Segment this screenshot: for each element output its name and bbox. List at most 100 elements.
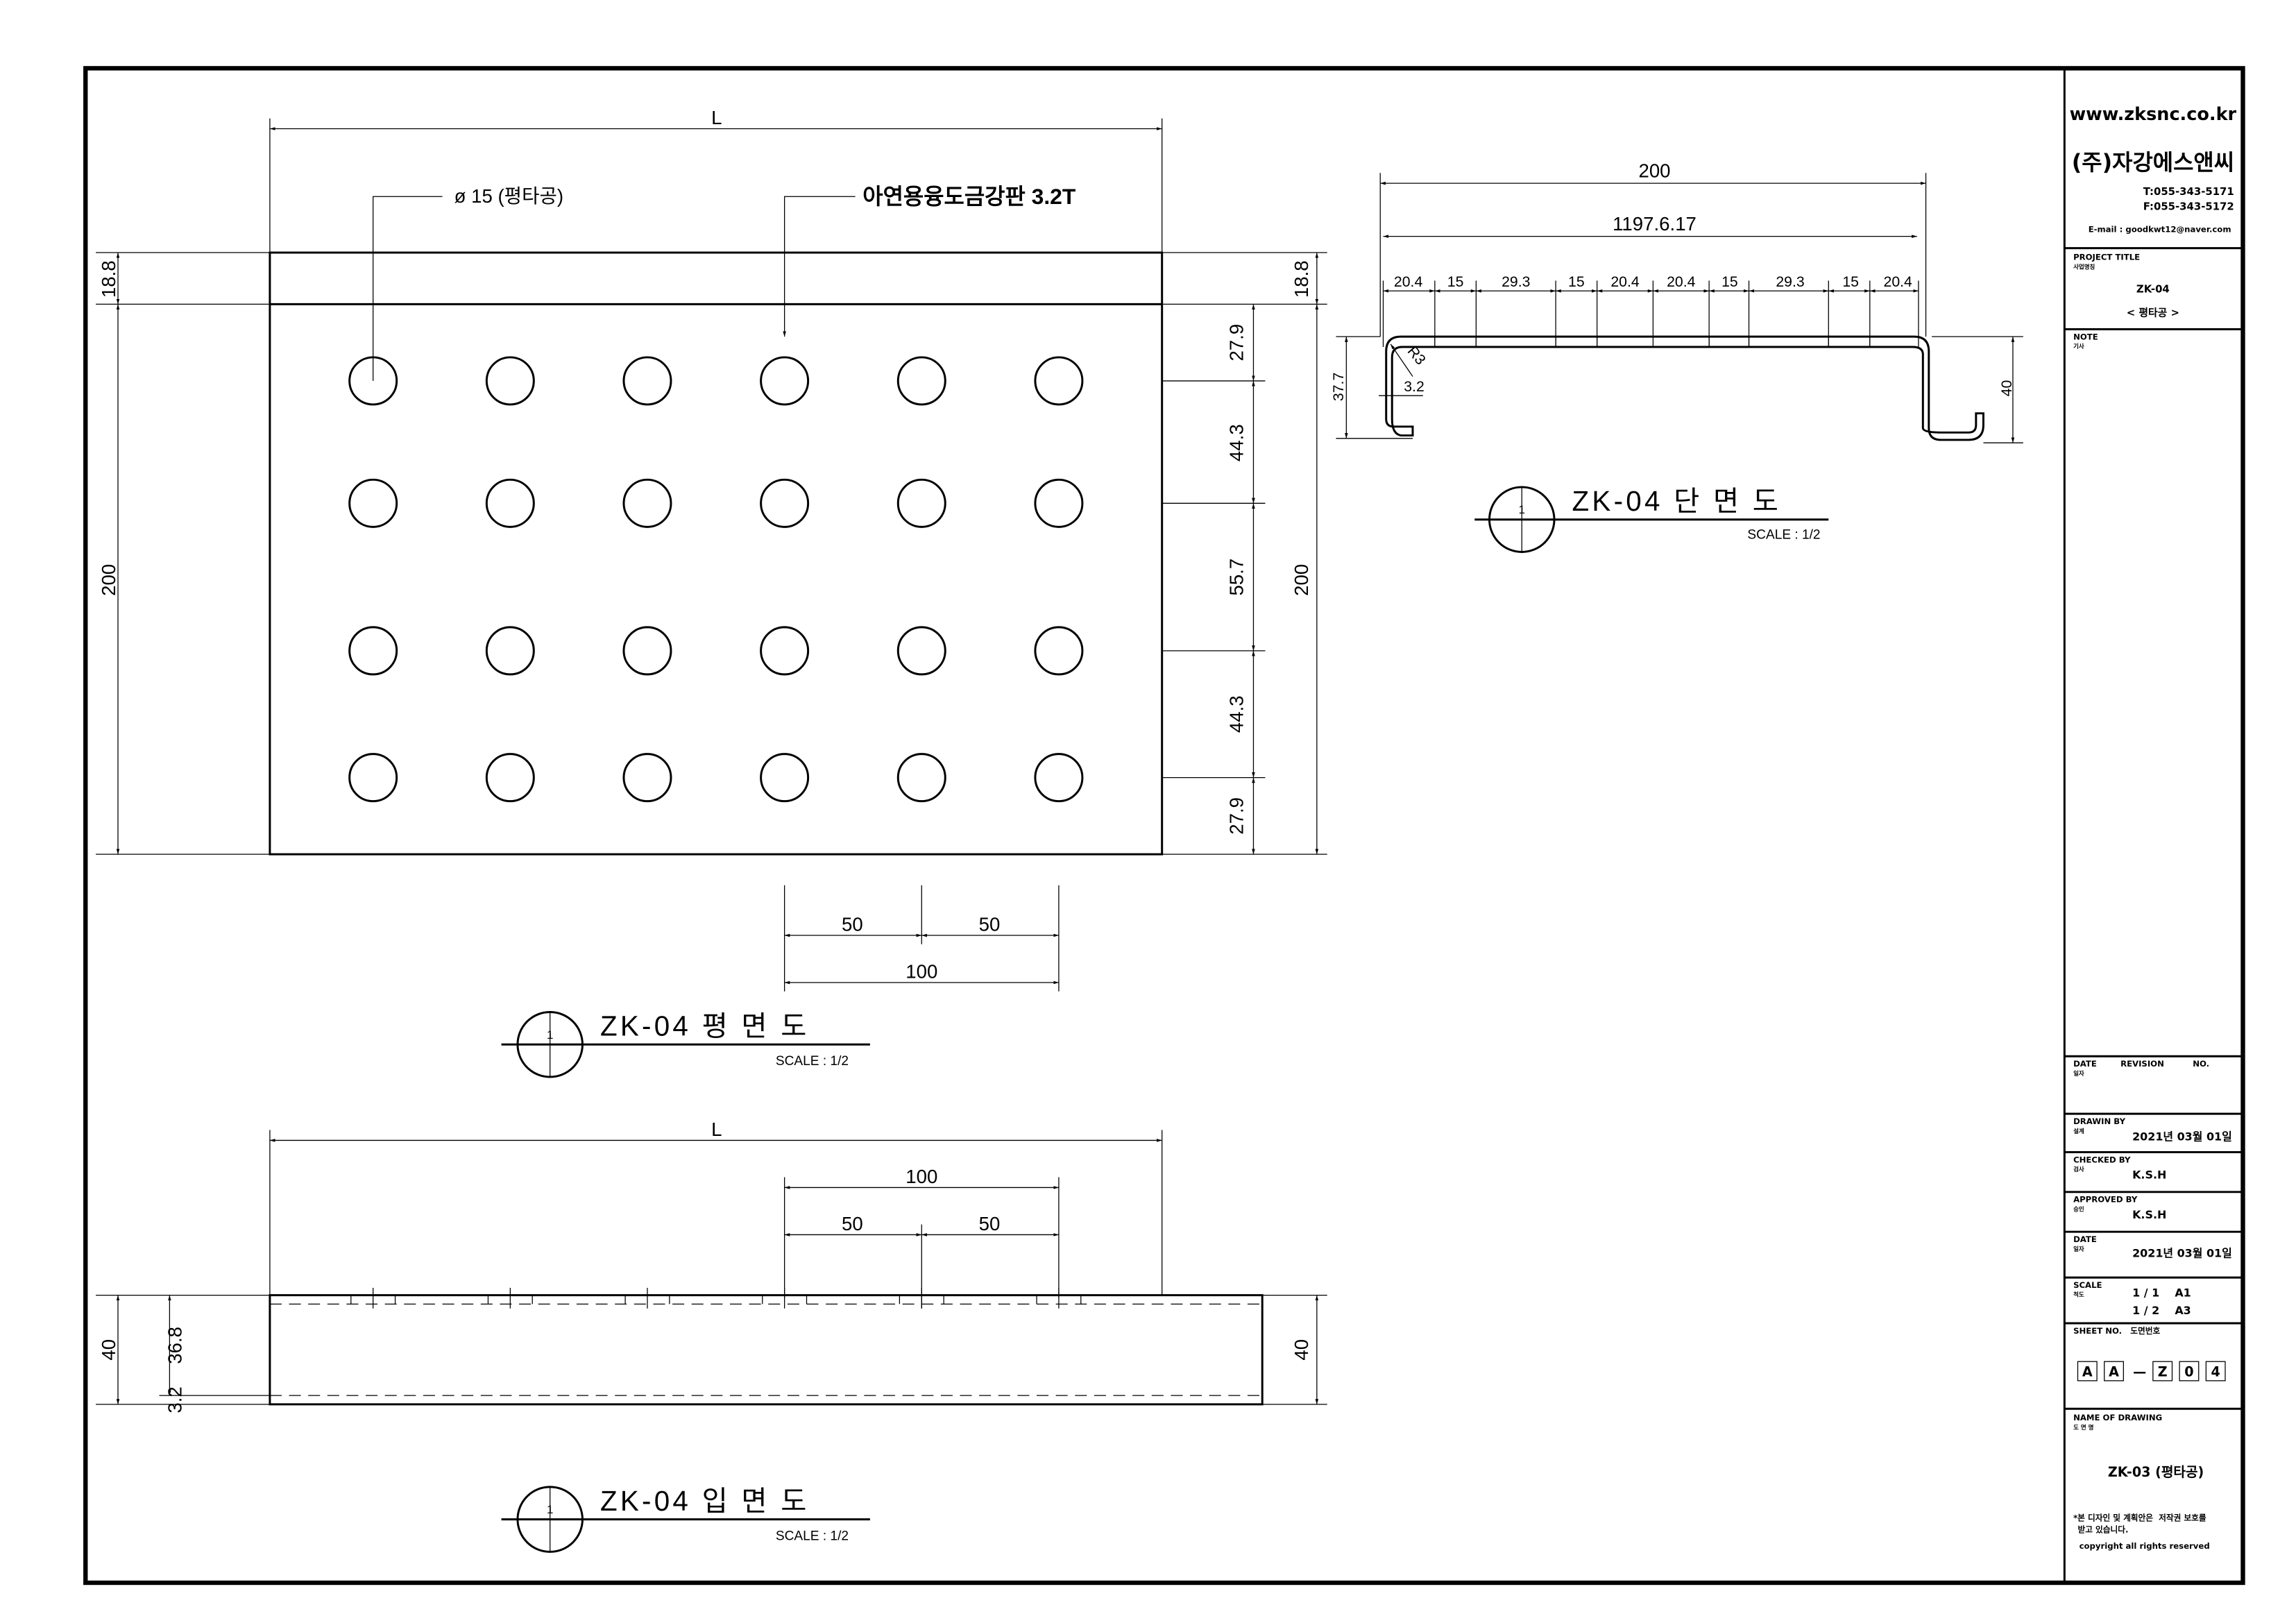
hole xyxy=(348,626,398,676)
checked-by-value: K.S.H xyxy=(2132,1169,2166,1182)
email: E-mail : goodkwt12@naver.com xyxy=(2089,224,2231,234)
drawing-name-label: NAME OF DRAWING xyxy=(2073,1413,2162,1422)
elev-dim-pitch-1: 50 xyxy=(842,1213,863,1234)
section-chain-4: 15 xyxy=(1568,273,1585,290)
material-leader xyxy=(783,196,856,337)
hole xyxy=(896,753,946,803)
date2-value: 2021년 03월 01일 xyxy=(2132,1246,2232,1259)
view-number: 1 xyxy=(1519,503,1525,516)
hole xyxy=(485,753,535,803)
fax: F:055-343-5172 xyxy=(2143,200,2234,212)
sheet-char-5: 4 xyxy=(2211,1363,2220,1379)
section-chain-3: 29.3 xyxy=(1502,273,1530,290)
hole-pattern xyxy=(348,356,1084,803)
elev-dim-length: L xyxy=(711,1119,722,1140)
plate-outline xyxy=(269,251,1164,856)
dim-pitch-total: 100 xyxy=(905,961,937,983)
hole xyxy=(760,478,810,528)
section-dim-chain: 20.4 15 29.3 15 20.4 20.4 15 29.3 15 20.… xyxy=(1394,273,1912,290)
elevation-view: L 100 50 50 40 36.8 3.2 40 1 ZK-04 입 면 도… xyxy=(98,1119,1312,1553)
dim-chain-4: 44.3 xyxy=(1226,695,1248,733)
dim-length: L xyxy=(711,107,722,128)
hole xyxy=(1034,478,1084,528)
hole xyxy=(760,753,810,803)
elevation-view-title: ZK-04 입 면 도 xyxy=(600,1485,810,1517)
elevation-outline xyxy=(269,1294,1264,1406)
scale-label: SCALE xyxy=(2073,1280,2102,1290)
sheet-no-label: SHEET NO. 도면번호 xyxy=(2073,1326,2160,1336)
drawing-geometry xyxy=(96,118,2023,1405)
dim-width-left: 200 xyxy=(98,564,119,596)
elev-dim-height-right: 40 xyxy=(1291,1339,1312,1361)
plan-view: L ø 15 (평타공) 아연용융도금강판 3.2T 18.8 200 18.8… xyxy=(98,107,1312,1078)
project-code: ZK-04 xyxy=(2136,282,2170,295)
section-view-title: ZK-04 단 면 도 xyxy=(1572,485,1782,517)
dim-top-strip-left: 18.8 xyxy=(98,260,119,298)
elev-dim-height-left: 40 xyxy=(98,1339,119,1361)
date-sub: 일자 xyxy=(2073,1070,2084,1078)
elev-dim-thickness: 3.2 xyxy=(164,1386,185,1413)
section-chain-2: 15 xyxy=(1447,273,1464,290)
approved-by-sub: 승인 xyxy=(2073,1205,2084,1213)
revision-label: REVISION xyxy=(2120,1059,2164,1069)
hole xyxy=(348,753,398,803)
copyright-kr-1: *본 디자인 및 계획안은 저작권 보호를 xyxy=(2073,1513,2206,1523)
elev-dim-pitch-total: 100 xyxy=(905,1166,937,1187)
company-name: (주)자강에스앤씨 xyxy=(2072,149,2234,176)
dim-chain-2: 44.3 xyxy=(1226,424,1248,461)
hole xyxy=(896,478,946,528)
sheet-number: A A — Z 0 4 xyxy=(2077,1361,2226,1382)
copyright-kr-2: 받고 있습니다. xyxy=(2077,1525,2128,1535)
dim-pitch-1: 50 xyxy=(842,914,863,935)
date2-sub: 일자 xyxy=(2073,1246,2084,1253)
hole-leader xyxy=(373,196,443,381)
checked-by-sub: 검사 xyxy=(2073,1166,2084,1173)
sheet-dash: — xyxy=(2133,1363,2146,1379)
hole xyxy=(348,478,398,528)
no-label: NO. xyxy=(2193,1059,2209,1069)
hole xyxy=(485,356,535,406)
hole xyxy=(760,626,810,676)
hole-label: ø 15 (평타공) xyxy=(454,185,564,207)
drawing-name-sub: 도 면 명 xyxy=(2073,1424,2093,1431)
hole xyxy=(622,753,672,803)
scale-value-2: 1 / 2 A3 xyxy=(2132,1304,2191,1317)
approved-by-value: K.S.H xyxy=(2132,1208,2166,1221)
project-title-label: PROJECT TITLE xyxy=(2073,253,2140,262)
dim-chain-1: 27.9 xyxy=(1226,324,1248,362)
title-block-rows xyxy=(2064,247,2243,1410)
drawn-by-sub: 설계 xyxy=(2073,1128,2084,1135)
date2-label: DATE xyxy=(2073,1234,2097,1244)
section-profile xyxy=(1385,335,1984,441)
scale-value-1: 1 / 1 A1 xyxy=(2132,1286,2191,1300)
section-dim-thickness: 3.2 xyxy=(1404,378,1425,395)
section-dim-left-height: 37.7 xyxy=(1330,373,1347,401)
telephone: T:055-343-5171 xyxy=(2143,185,2234,198)
dim-chain-3: 55.7 xyxy=(1226,559,1248,596)
hole xyxy=(485,478,535,528)
project-title-sub: 사업명칭 xyxy=(2073,263,2095,271)
sheet-char-2: A xyxy=(2109,1363,2119,1379)
dim-width-right: 200 xyxy=(1291,564,1312,596)
section-chain-8: 29.3 xyxy=(1776,273,1804,290)
sheet-char-4: 0 xyxy=(2184,1363,2193,1379)
project-name: < 평타공 > xyxy=(2127,306,2179,318)
drawing-border xyxy=(83,66,2245,1586)
hole xyxy=(485,626,535,676)
approved-by-label: APPROVED BY xyxy=(2073,1195,2138,1205)
drawn-by-label: DRAWIN BY xyxy=(2073,1116,2125,1126)
hole xyxy=(622,478,672,528)
hole xyxy=(896,626,946,676)
checked-by-label: CHECKED BY xyxy=(2073,1155,2131,1164)
hole xyxy=(622,356,672,406)
date-label: DATE xyxy=(2073,1059,2097,1069)
dim-pitch-2: 50 xyxy=(979,914,1001,935)
dim-chain-5: 27.9 xyxy=(1226,797,1248,835)
section-dim-overall: 200 xyxy=(1638,160,1670,182)
section-view: 200 1197.6.17 20.4 15 29.3 15 20.4 20.4 … xyxy=(1330,160,2015,553)
sheet-char-1: A xyxy=(2082,1363,2093,1379)
plan-view-title: ZK-04 평 면 도 xyxy=(600,1010,810,1042)
section-chain-9: 15 xyxy=(1842,273,1859,290)
title-block: www.zksnc.co.kr (주)자강에스앤씨 T:055-343-5171… xyxy=(2064,104,2243,1551)
